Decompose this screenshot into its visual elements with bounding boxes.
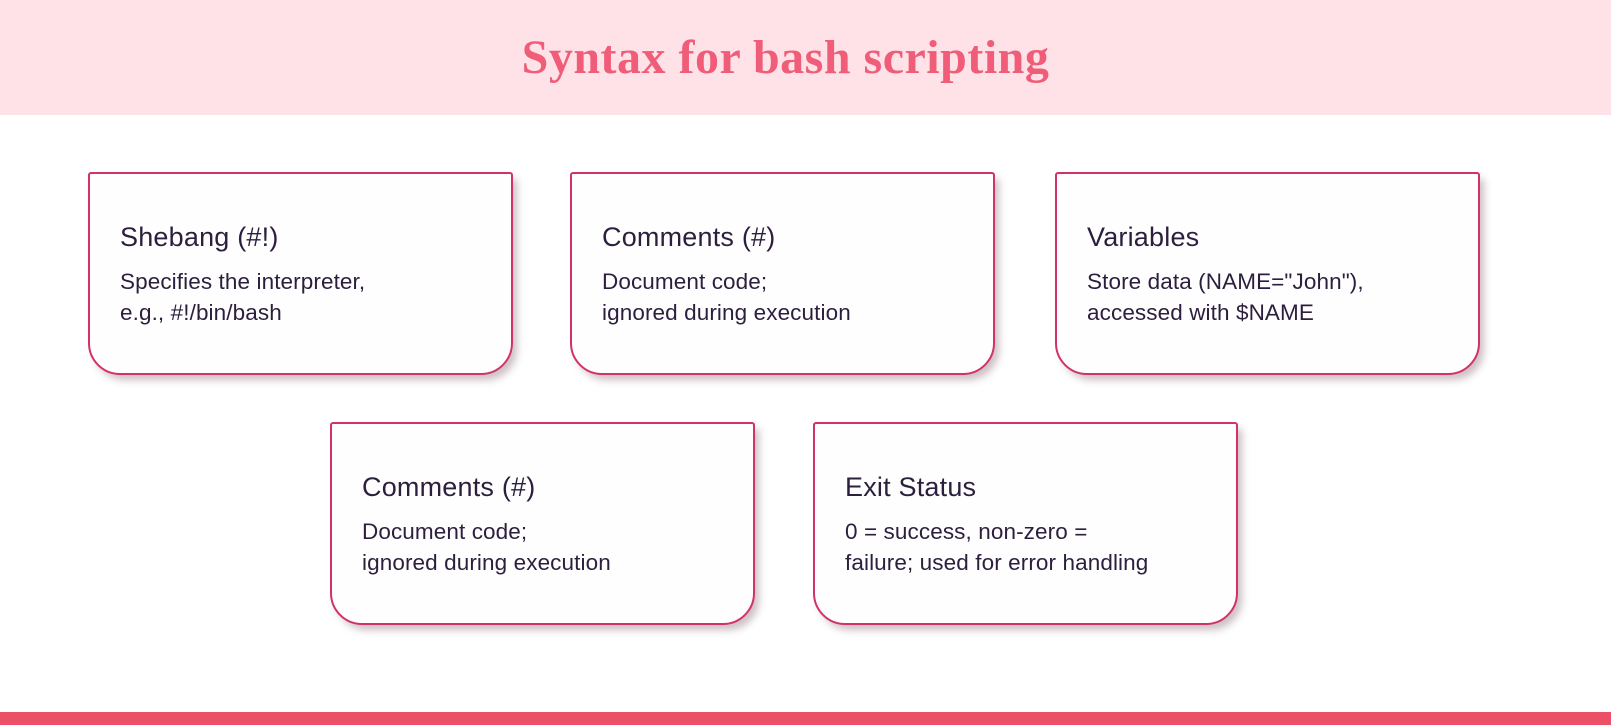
card-description-line: accessed with $NAME [1087,300,1314,325]
card-description: Document code; ignored during execution [602,266,969,328]
card-variables: Variables Store data (NAME="John"), acce… [1055,172,1480,375]
header-banner: Syntax for bash scripting [0,0,1611,115]
card-title: Comments (#) [362,472,536,502]
card-shebang: Shebang (#!) Specifies the interpreter, … [88,172,513,375]
card-description-line: ignored during execution [362,550,611,575]
card-title: Exit Status [845,472,977,502]
card-title: Variables [1087,222,1200,252]
card-title: Comments (#) [602,222,776,252]
card-description-line: e.g., #!/bin/bash [120,300,282,325]
card-description: Document code; ignored during execution [362,516,729,578]
card-description-line: Document code; [602,269,768,294]
card-description-line: Document code; [362,519,528,544]
page-title: Syntax for bash scripting [521,31,1050,84]
bottom-accent-bar [0,712,1611,725]
card-description-line: failure; used for error handling [845,550,1149,575]
card-title: Shebang (#!) [120,222,279,252]
card-description-line: Specifies the interpreter, [120,269,366,294]
card-description-line: Store data (NAME="John"), [1087,269,1364,294]
card-description-line: 0 = success, non-zero = [845,519,1088,544]
card-description-line: ignored during execution [602,300,851,325]
card-description: Store data (NAME="John"), accessed with … [1087,266,1454,328]
card-comments-top: Comments (#) Document code; ignored duri… [570,172,995,375]
card-comments-bottom: Comments (#) Document code; ignored duri… [330,422,755,625]
card-description: 0 = success, non-zero = failure; used fo… [845,516,1212,578]
card-exit-status: Exit Status 0 = success, non-zero = fail… [813,422,1238,625]
card-description: Specifies the interpreter, e.g., #!/bin/… [120,266,487,328]
